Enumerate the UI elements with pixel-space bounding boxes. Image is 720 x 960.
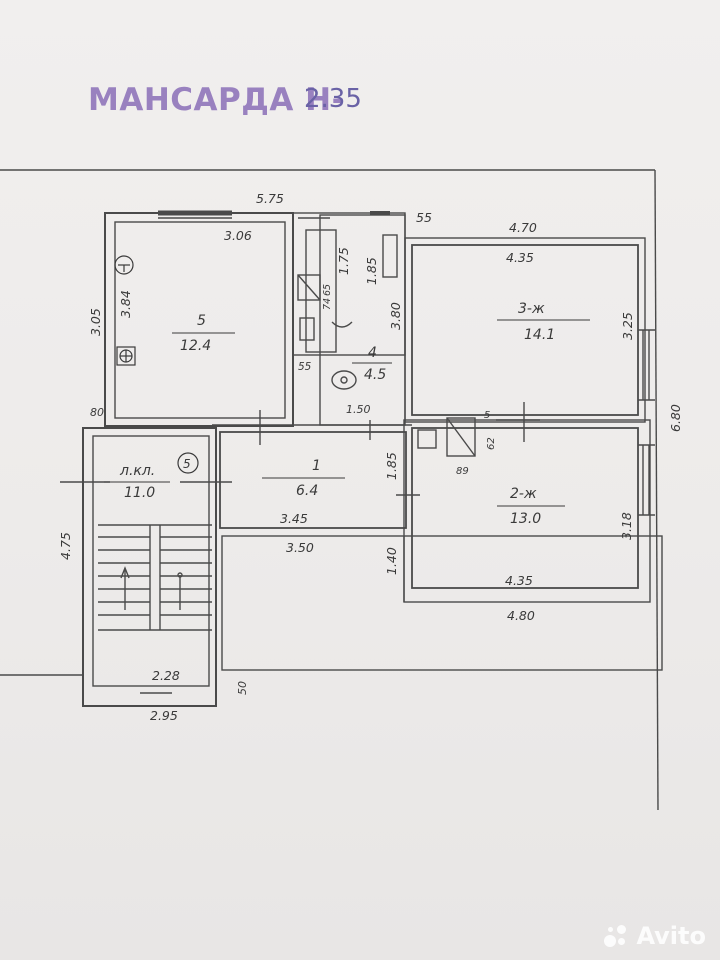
dim-r5-left-outer: 3.05 [88,308,103,336]
stair-label: л.кл. [119,463,155,479]
dim-r4-w: 1.50 [346,403,371,416]
avito-logo-icon [604,923,630,949]
dim-wall-50: 50 [236,681,249,695]
dim-low-top: 3.50 [286,540,314,555]
avito-watermark: Avito [604,922,706,950]
dim-bath-h: 1.85 [364,257,379,285]
dim-stair-inner: 2.28 [152,668,180,683]
thermostat-icon [114,255,134,275]
stamp-title: МАНСАРДА Н- [88,82,345,118]
dim-small-65: 65 [322,284,333,296]
dim-low-left: 1.40 [384,547,399,575]
room-5-area: 12.4 [180,338,211,354]
dim-stair-left: 4.75 [58,532,73,560]
room-1-area: 6.4 [296,483,318,499]
staircase-outline [82,427,217,707]
room-1-outline [219,431,407,529]
dim-bottom-right: 4.80 [507,608,535,623]
room-1-number: 1 [312,458,321,474]
vent-block [446,417,476,457]
dim-r2-bottom: 4.35 [505,573,533,588]
dim-corridor-185: 1.85 [384,452,399,480]
dim-top-right: 4.70 [509,220,537,235]
room-2-outline [411,427,639,589]
dim-r1-bottom: 3.45 [280,511,308,526]
room-4-number: 4 [368,345,377,361]
stair-badge-circle [177,452,199,474]
dim-r3-top: 4.35 [506,250,534,265]
room-4-area: 4.5 [364,367,386,383]
room-2-area: 13.0 [510,511,541,527]
dim-stair-outer: 2.95 [150,708,178,723]
room-3-number: 3-ж [518,301,545,317]
boiler-icon [116,346,136,366]
dim-vent-5: 5 [484,410,490,421]
dim-top-total: 5.75 [256,191,284,206]
dim-bath-w: 1.75 [336,247,351,275]
dim-r5-top: 3.06 [224,228,252,243]
stair-badge: 5 [183,457,191,471]
dim-r4-h: 3.80 [388,302,403,330]
dim-vent-89: 89 [456,466,469,477]
dim-small-74: 74 [322,298,333,310]
dim-right-total: 6.80 [668,404,683,432]
dim-wall-55: 55 [298,361,312,373]
room-5-number: 5 [197,313,206,329]
room-2-number: 2-ж [510,486,537,502]
dim-r2-right: 3.18 [619,512,634,540]
dim-vent-62: 62 [486,437,497,450]
dim-r3-right: 3.25 [620,312,635,340]
stair-area: 11.0 [124,485,155,501]
avito-watermark-text: Avito [636,922,706,950]
room-3-area: 14.1 [524,327,555,343]
dim-wall-80: 80 [90,406,104,419]
dim-top-55: 55 [416,210,432,225]
stamp-height-value: 2.35 [304,84,362,114]
dim-r5-left-inner: 3.84 [118,290,133,318]
